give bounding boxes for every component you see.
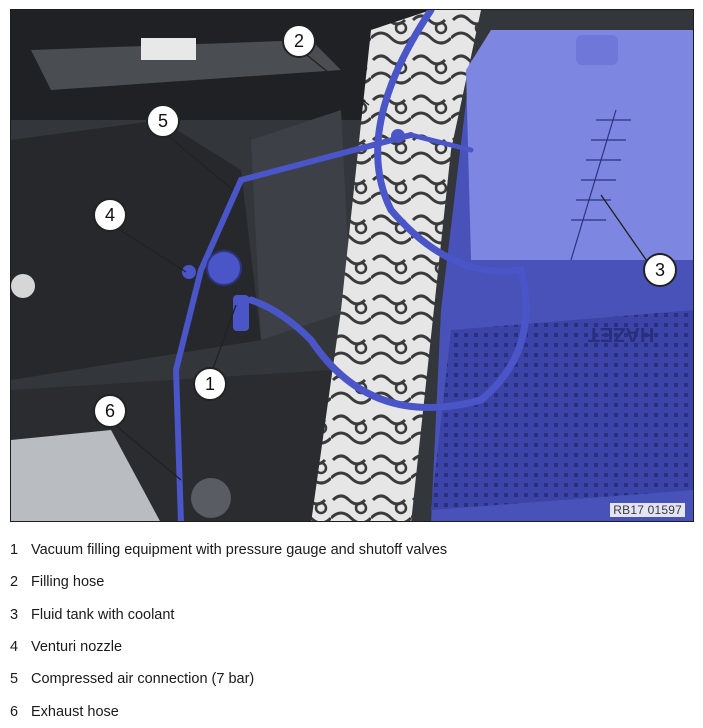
- filling-unit-grille: [431, 310, 693, 510]
- legend-number: 6: [10, 703, 19, 720]
- legend-item: 1 Vacuum filling equipment with pressure…: [10, 534, 690, 566]
- legend-item: 3 Fluid tank with coolant: [10, 599, 690, 631]
- callout-4: 4: [93, 198, 127, 232]
- reservoir-cap: [191, 478, 231, 518]
- hoses: [172, 10, 530, 521]
- legend-number: 1: [10, 542, 19, 559]
- tank-cap: [576, 35, 618, 65]
- legend-item: 6 Exhaust hose: [10, 695, 690, 727]
- workshop-figure: HAZET: [10, 9, 694, 522]
- wiper-cowl: [31, 40, 341, 90]
- label-sticker: [141, 38, 196, 60]
- legend-item: 4 Venturi nozzle: [10, 631, 690, 663]
- legend-text: Filling hose: [31, 574, 105, 591]
- legend-item: 5 Compressed air connection (7 bar): [10, 663, 690, 695]
- legend-item: 2 Filling hose: [10, 566, 690, 598]
- filling-hose: [247, 10, 530, 411]
- legend-number: 5: [10, 671, 19, 688]
- headlight: [11, 430, 160, 521]
- fender-camouflage: [311, 10, 481, 521]
- shutoff-valve: [233, 295, 249, 331]
- legend-number: 2: [10, 574, 19, 591]
- callout-3: 3: [643, 253, 677, 287]
- exhaust-hose: [172, 132, 414, 521]
- legend-text: Venturi nozzle: [31, 639, 123, 656]
- legend-text: Exhaust hose: [31, 703, 119, 720]
- brand-marking: HAZET: [588, 323, 655, 345]
- pressure-gauge: [206, 250, 242, 286]
- callout-2: 2: [282, 24, 316, 58]
- legend-number: 4: [10, 639, 19, 656]
- engine-cover: [11, 120, 261, 380]
- legend-text: Vacuum filling equipment with pressure g…: [31, 542, 448, 559]
- callout-1: 1: [193, 367, 227, 401]
- callout-6: 6: [93, 394, 127, 428]
- legend-list: 1 Vacuum filling equipment with pressure…: [10, 534, 690, 728]
- legend-text: Compressed air connection (7 bar): [31, 671, 255, 688]
- callout-5: 5: [146, 104, 180, 138]
- venturi-nozzle: [182, 265, 196, 279]
- leader-lines: [108, 51, 650, 481]
- tank-scale: [570, 109, 631, 261]
- intake-housing: [251, 110, 351, 340]
- air-coupler: [391, 129, 405, 143]
- legend-text: Fluid tank with coolant: [31, 606, 175, 623]
- bmw-badge: [11, 274, 35, 298]
- fluid-tank: [466, 30, 693, 260]
- figure-reference-id: RB17 01597: [610, 503, 685, 517]
- figure-illustration: HAZET: [11, 10, 693, 521]
- air-connection-hose: [408, 132, 474, 153]
- legend-number: 3: [10, 606, 19, 623]
